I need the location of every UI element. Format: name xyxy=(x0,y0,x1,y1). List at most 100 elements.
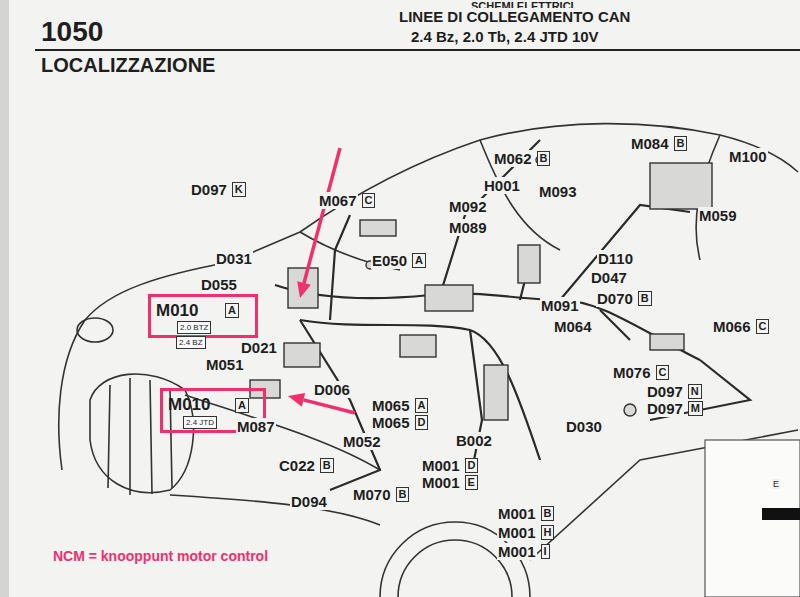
connector-tag: D097 N xyxy=(646,383,702,400)
connector-code: M076 xyxy=(612,364,652,381)
section-title: LOCALIZZAZIONE xyxy=(40,54,216,77)
connector-tag: M067 C xyxy=(318,192,375,209)
part-code: D047 xyxy=(590,269,628,286)
connector-letter: D xyxy=(465,458,479,473)
page-number: 1050 xyxy=(40,16,104,48)
connector-tag: D097 M xyxy=(646,400,703,417)
part-code: M052 xyxy=(342,433,382,450)
connector-code: M070 xyxy=(352,486,392,503)
part-code: B002 xyxy=(455,432,493,449)
part-code: M091 xyxy=(540,297,580,314)
header-text: LINEE DI COLLEGAMENTO CAN xyxy=(398,8,631,25)
connector-code: M001 xyxy=(421,474,461,491)
connector-code: D097 xyxy=(646,400,684,417)
connector-code: M067 xyxy=(318,192,358,209)
connector-letter: I xyxy=(541,544,550,559)
header-rule xyxy=(35,49,800,51)
connector-tag: M066 C xyxy=(712,318,769,335)
connector-code: D070 xyxy=(596,290,634,307)
connector-tag: M001 B xyxy=(497,505,554,522)
part-code: H001 xyxy=(483,177,521,194)
page-edge xyxy=(0,0,9,597)
variant-text: 2.4 BZ xyxy=(179,338,203,347)
connector-tag: M001 H xyxy=(497,524,554,541)
connector-tag: D097 K xyxy=(190,181,246,198)
connector-tag: M065 D xyxy=(371,414,428,431)
connector-letter: A xyxy=(238,399,246,411)
part-code: D021 xyxy=(240,339,278,356)
connector-code: M084 xyxy=(630,135,670,152)
connector-code: M001 xyxy=(421,457,461,474)
part-code: D094 xyxy=(290,493,328,510)
part-code: M064 xyxy=(553,318,593,335)
connector-code: C022 xyxy=(278,457,316,474)
wiring-harness xyxy=(275,140,750,490)
car-body xyxy=(59,124,798,597)
connector-tag: D070 B xyxy=(596,290,652,307)
table-text: E xyxy=(772,479,780,489)
connector-code: M062 xyxy=(493,150,533,167)
connector-code: M001 xyxy=(497,524,537,541)
connector-letter: K xyxy=(232,182,246,197)
connector-code: M010 xyxy=(168,395,211,415)
connector-tag: M065 A xyxy=(371,397,428,414)
part-code: M089 xyxy=(448,219,488,236)
connector-code: E050 xyxy=(371,252,408,269)
letter-box: A xyxy=(225,303,239,318)
side-table xyxy=(705,440,800,597)
part-code: D055 xyxy=(200,276,238,293)
connector-letter: C xyxy=(656,365,670,380)
connector-tag: M084 B xyxy=(630,135,687,152)
connector-letter: B xyxy=(320,458,334,473)
connector-letter: E xyxy=(465,475,478,490)
highlight-box: M010 A 2.0 BTZ xyxy=(148,294,258,338)
connector-tag: M001 I xyxy=(497,543,550,560)
variant-box: 2.4 BZ xyxy=(176,336,206,349)
connector-code: M010 xyxy=(156,301,199,321)
connector-letter: B xyxy=(537,151,551,166)
connector-code: M065 xyxy=(371,414,411,431)
part-code: M092 xyxy=(448,198,488,215)
connector-letter: H xyxy=(541,525,555,540)
connector-code: M065 xyxy=(371,397,411,414)
part-code: M059 xyxy=(698,207,738,224)
connector-tag: M076 C xyxy=(612,364,669,381)
part-code: D006 xyxy=(313,381,351,398)
connector-letter: C xyxy=(362,193,376,208)
connector-letter: M xyxy=(688,401,703,416)
part-code: D110 xyxy=(597,250,634,267)
connector-code: M001 xyxy=(497,543,537,560)
connector-letter: A xyxy=(228,304,236,316)
header-text: 2.4 Bz, 2.0 Tb, 2.4 JTD 10V xyxy=(410,28,600,45)
connector-letter: D xyxy=(415,415,429,430)
connector-letter: B xyxy=(396,487,410,502)
part-code: M087 xyxy=(236,418,276,435)
connector-tag: M062 B xyxy=(493,150,550,167)
annotation-arrows xyxy=(288,148,355,413)
connector-letter: N xyxy=(688,384,702,399)
connector-letter: B xyxy=(674,136,688,151)
connector-letter: A xyxy=(412,253,426,268)
connector-letter: B xyxy=(638,291,652,306)
connector-code: D097 xyxy=(646,383,684,400)
part-code: M051 xyxy=(205,356,245,373)
connector-letter: A xyxy=(415,398,429,413)
connector-letter: C xyxy=(756,319,770,334)
connector-tag: E050 A xyxy=(371,252,426,269)
variant-box: 2.0 BTZ xyxy=(177,321,211,334)
connector-tag: M070 B xyxy=(352,486,409,503)
part-code: D030 xyxy=(565,418,603,435)
connector-code: M066 xyxy=(712,318,752,335)
connector-code: D097 xyxy=(190,181,228,198)
letter-box: A xyxy=(235,398,249,413)
connector-tag: M001 D xyxy=(421,457,478,474)
table-bar xyxy=(762,508,800,520)
connector-letter: B xyxy=(541,506,555,521)
components xyxy=(250,156,712,420)
variant-text: 2.4 JTD xyxy=(186,418,214,427)
part-code: D031 xyxy=(215,250,253,267)
connector-code: M001 xyxy=(497,505,537,522)
variant-box: 2.4 JTD xyxy=(183,416,217,429)
